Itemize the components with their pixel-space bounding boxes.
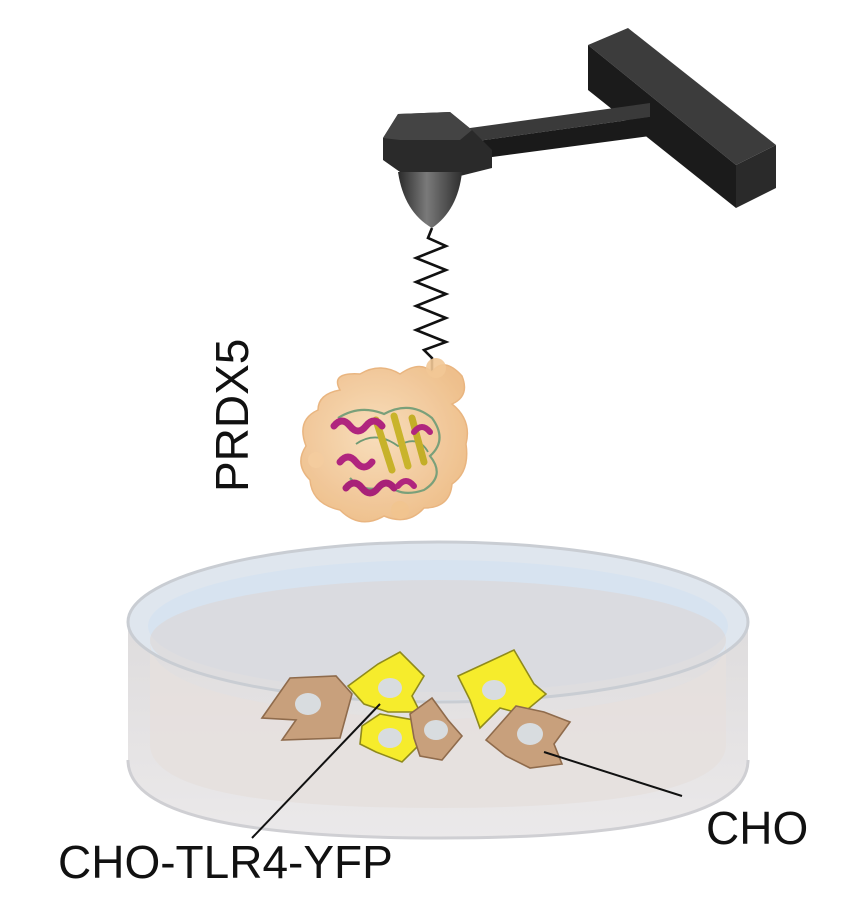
label-cho: CHO xyxy=(706,802,808,854)
yfp-cell xyxy=(359,713,421,763)
cho-leader-line xyxy=(543,751,683,797)
spring-linker-icon xyxy=(412,227,450,372)
cho-cell xyxy=(409,696,464,761)
cho-cell xyxy=(260,675,353,741)
cho-cell xyxy=(484,705,572,769)
label-prdx5: PRDX5 xyxy=(206,339,258,492)
afm-cantilever-icon xyxy=(383,28,776,228)
cell-cluster xyxy=(260,648,572,769)
label-cho-tlr4-yfp: CHO-TLR4-YFP xyxy=(58,836,393,888)
yfp-cell xyxy=(346,651,426,713)
protein-structure-icon xyxy=(300,358,469,523)
petri-dish-icon xyxy=(126,540,750,840)
cho-tlr4-leader-line xyxy=(251,703,381,839)
